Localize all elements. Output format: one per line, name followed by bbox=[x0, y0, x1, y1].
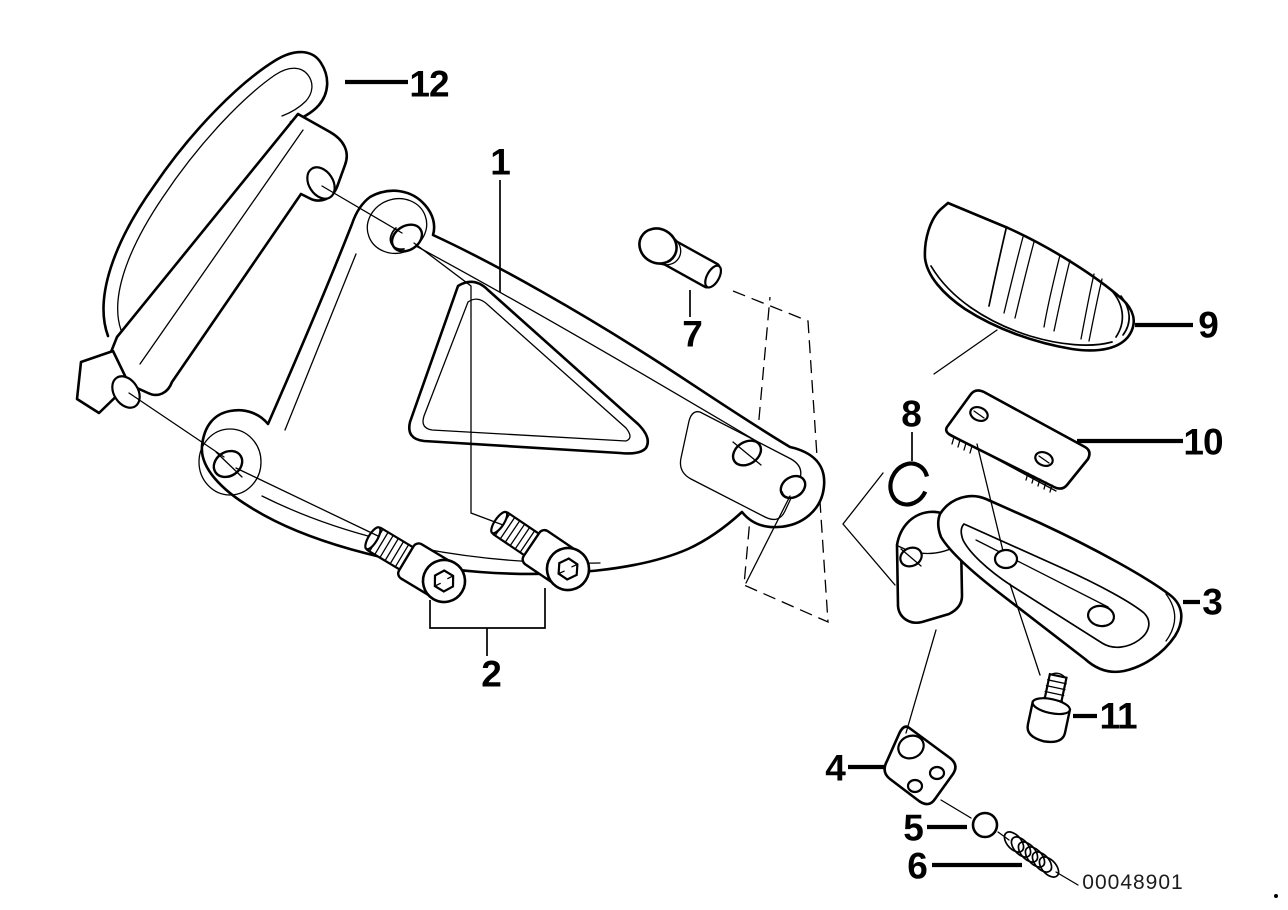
callout-leader-lines bbox=[345, 79, 1200, 868]
callout-7[interactable]: 7 bbox=[682, 313, 703, 355]
callout-3[interactable]: 3 bbox=[1202, 581, 1223, 623]
callout-11[interactable]: 11 bbox=[1099, 695, 1137, 737]
part-6-spring-drawing bbox=[1003, 831, 1079, 886]
part-4-stop-bracket-drawing bbox=[883, 725, 957, 806]
stray-dot bbox=[1274, 894, 1278, 898]
callout-12[interactable]: 12 bbox=[409, 63, 449, 105]
callout-6[interactable]: 6 bbox=[907, 845, 928, 887]
part-8-snap-ring-drawing bbox=[888, 461, 930, 507]
part-3-footpeg-bracket-drawing bbox=[936, 494, 1183, 674]
part-10-clamp-plate-drawing bbox=[944, 389, 1091, 493]
part-9-footpeg-rubber-drawing bbox=[923, 201, 1136, 352]
callout-2[interactable]: 2 bbox=[481, 653, 502, 695]
callout-1[interactable]: 1 bbox=[490, 141, 511, 183]
callout-8[interactable]: 8 bbox=[901, 393, 922, 435]
diagram-id-number: 00048901 bbox=[1082, 871, 1184, 894]
callout-10[interactable]: 10 bbox=[1183, 421, 1223, 463]
part-7-pin-drawing bbox=[638, 227, 723, 289]
part-11-screw-drawing bbox=[1026, 672, 1072, 744]
assembly-alignment-lines bbox=[128, 185, 1041, 841]
part-5-ball-drawing bbox=[971, 811, 999, 839]
part-12-guard-plate-drawing bbox=[75, 50, 349, 415]
callout-5[interactable]: 5 bbox=[903, 807, 924, 849]
callout-9[interactable]: 9 bbox=[1198, 304, 1219, 346]
callout-4[interactable]: 4 bbox=[825, 747, 846, 789]
part-1-footrest-bracket-drawing bbox=[198, 189, 826, 576]
